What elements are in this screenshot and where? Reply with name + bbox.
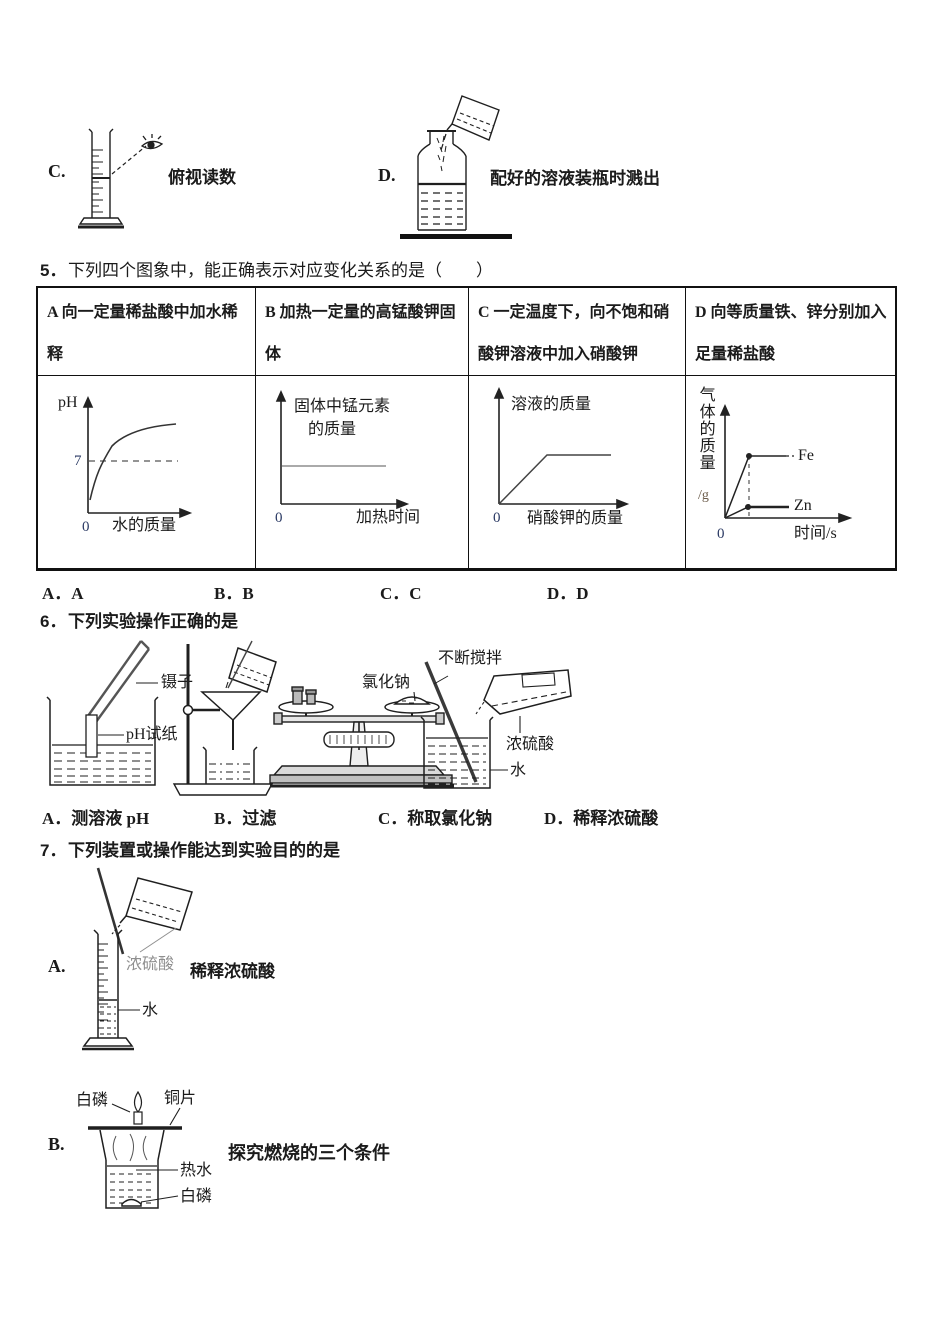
graph-b-mn-mass — [275, 390, 410, 510]
graph-a-ref7: 7 — [74, 453, 82, 469]
dilute-into-cylinder-drawing — [82, 867, 193, 1051]
ph-paper-label: pH试纸 — [126, 726, 178, 743]
q6-answer-c: C．称取氯化钠 — [378, 809, 493, 828]
graph-a-origin: 0 — [82, 519, 90, 535]
figure-balance: 氯化钠 — [268, 670, 458, 795]
q5-options-table: A 向一定量稀盐酸中加水稀释 B 加热一定量的高锰酸钾固体 C 一定温度下，向不… — [36, 286, 897, 571]
q7-number: 7． — [40, 841, 67, 860]
graph-d-ylabel-unit: /g — [698, 488, 709, 503]
figure-ph-test: 镊子 pH试纸 — [40, 635, 240, 797]
nacl-label: 氯化钠 — [362, 674, 411, 691]
dilute-acid-drawing — [420, 661, 572, 789]
q5-answer-b: B．B — [214, 584, 254, 603]
wp-top-label: 白磷 — [76, 1092, 109, 1109]
copper-label: 铜片 — [164, 1090, 197, 1107]
q7-a-caption: 稀释浓硫酸 — [190, 962, 275, 981]
tweezers-icon — [87, 640, 150, 723]
q5-header-c: C 一定温度下，向不饱和硝酸钾溶液中加入硝酸钾 — [469, 288, 686, 376]
option-d-caption: 配好的溶液装瓶时溅出 — [490, 169, 660, 188]
water-label: 水 — [510, 762, 527, 779]
q5-header-a: A 向一定量稀盐酸中加水稀释 — [38, 288, 256, 376]
q5-number: 5． — [40, 261, 67, 280]
stir-label: 不断搅拌 — [438, 650, 503, 667]
graph-b-xlabel: 加热时间 — [356, 509, 421, 526]
q5-graph-a: pH 7 0 水的质量 — [38, 376, 256, 571]
graph-b-label1: 固体中锰元素 — [294, 398, 391, 415]
graph-d-origin: 0 — [717, 526, 725, 542]
graph-c-label: 溶液的质量 — [511, 396, 592, 413]
bottle-splash-drawing — [400, 95, 512, 239]
filtration-drawing — [172, 640, 277, 796]
hot-water-label: 热水 — [180, 1162, 213, 1179]
q5-prompt: 下列四个图象中，能正确表示对应变化关系的是（ ） — [68, 261, 493, 280]
q7-acid-label: 浓硫酸 — [126, 956, 175, 973]
tweezers-label: 镊子 — [161, 674, 194, 691]
white-phosphorus-lump — [121, 1198, 142, 1207]
graph-a-ph-curve — [82, 396, 193, 519]
q6-prompt: 下列实验操作正确的是 — [68, 612, 238, 631]
q5-header-d: D 向等质量铁、锌分别加入足量稀盐酸 — [686, 288, 897, 376]
balance-drawing — [269, 686, 454, 788]
graph-a-ylabel: pH — [58, 394, 78, 411]
flame-icon — [133, 1090, 143, 1125]
q5-graph-c: 溶液的质量 0 硝酸钾的质量 — [469, 376, 686, 571]
graph-c-solution-mass — [493, 387, 630, 510]
weights-icon — [291, 686, 317, 705]
q5-answer-d: D．D — [547, 584, 589, 603]
q6-answer-a: A．测溶液 pH — [42, 809, 150, 828]
graph-b-origin: 0 — [275, 510, 283, 526]
figure-dilute-into-cylinder: 浓硫酸 水 — [78, 862, 308, 1058]
q7-water-label: 水 — [142, 1002, 159, 1019]
figure-combustion-conditions: 白磷 铜片 热水 白磷 — [60, 1078, 260, 1220]
graph-d-xlabel: 时间/s — [794, 525, 837, 542]
q5-answer-a: A．A — [42, 584, 84, 603]
option-c-caption: 俯视读数 — [168, 168, 236, 187]
graph-d-ylabel: 气体的质量 — [696, 386, 714, 471]
acid-label: 浓硫酸 — [506, 736, 555, 753]
q7-prompt: 下列装置或操作能达到实验目的的是 — [68, 841, 340, 860]
q5-graph-d: 气体的质量 /g Fe Zn 0 时间/s — [686, 376, 897, 571]
ph-test-drawing — [46, 640, 159, 786]
graph-d-gas-mass — [719, 404, 853, 524]
graph-b-label2: 的质量 — [308, 421, 357, 438]
figure-filtration — [172, 638, 292, 800]
option-c-letter: C. — [48, 161, 66, 181]
option-d-letter: D. — [378, 165, 396, 185]
measuring-cylinder-drawing — [78, 128, 164, 229]
q7-a-letter: A. — [48, 956, 66, 976]
figure-dilute-acid: 不断搅拌 浓硫酸 水 — [418, 648, 583, 796]
graph-c-origin: 0 — [493, 510, 501, 526]
wp-bottom-label: 白磷 — [180, 1188, 213, 1205]
q6-answer-b: B．过滤 — [214, 809, 277, 828]
q6-number: 6． — [40, 612, 67, 631]
figure-measuring-cylinder-read — [70, 120, 180, 242]
q7-b-caption: 探究燃烧的三个条件 — [228, 1143, 390, 1163]
q5-answer-c: C．C — [380, 584, 422, 603]
bench-line — [400, 234, 512, 239]
q6-answer-d: D．稀释浓硫酸 — [544, 809, 659, 828]
combustion-drawing — [88, 1090, 182, 1209]
figure-bottle-splash — [398, 92, 516, 247]
q5-header-b: B 加热一定量的高锰酸钾固体 — [256, 288, 469, 376]
graph-c-xlabel: 硝酸钾的质量 — [527, 510, 624, 527]
q5-graph-b: 固体中锰元素 的质量 0 加热时间 — [256, 376, 469, 571]
eye-icon — [140, 134, 164, 150]
graph-d-series-zn: Zn — [794, 497, 812, 514]
q7-b-letter: B. — [48, 1134, 65, 1154]
graph-a-xlabel: 水的质量 — [112, 517, 177, 534]
graph-d-series-fe: Fe — [798, 447, 814, 464]
